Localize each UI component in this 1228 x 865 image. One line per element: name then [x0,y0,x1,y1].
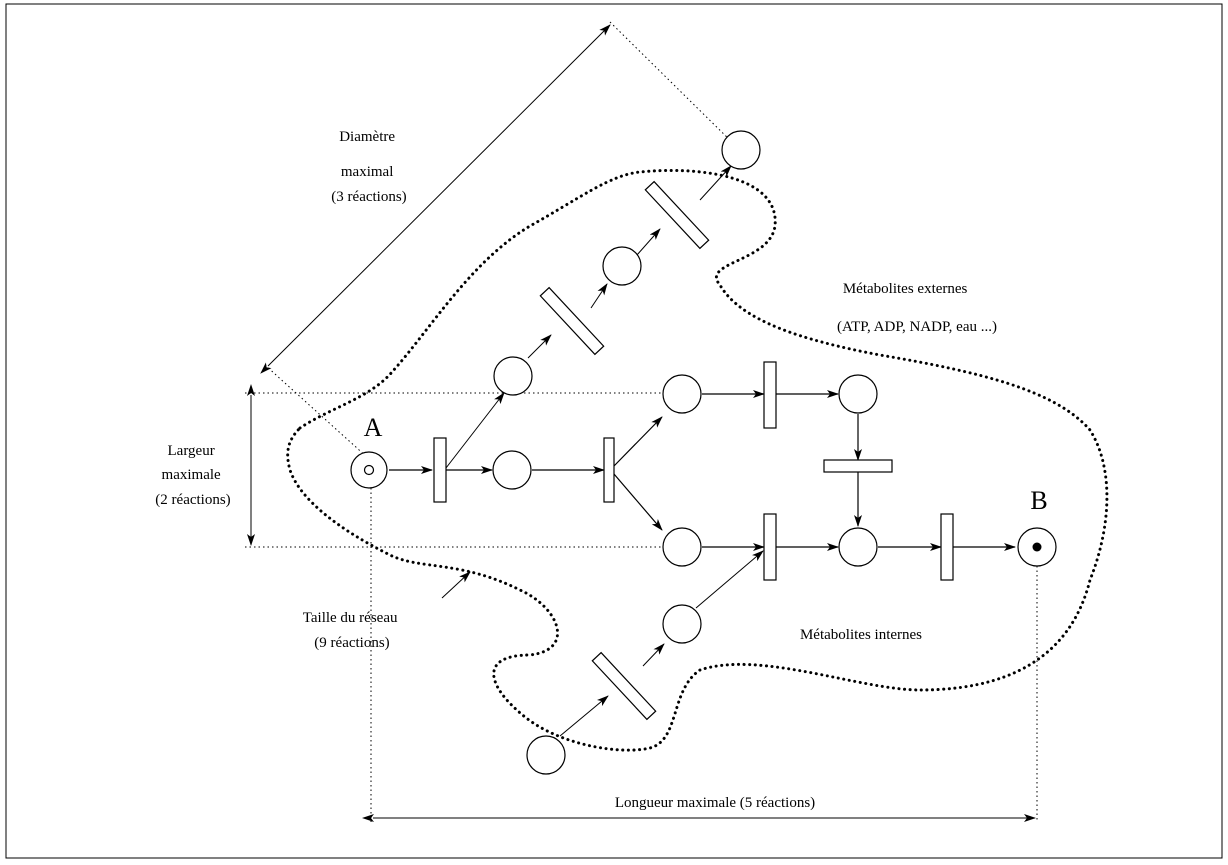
reaction-3 [763,361,777,429]
metabolite [662,527,702,567]
reaction-1 [433,437,447,503]
reaction-4 [823,459,893,473]
size-pointer-arrow [441,571,471,599]
internal-metabolites-boundary [286,168,1109,752]
metabolite [721,130,761,170]
size-label: Taille du réseau (9 réactions) [303,610,402,651]
metabolite [838,374,878,414]
metabolite [602,246,642,286]
figure-frame [5,3,1223,859]
metabolite [493,356,533,396]
diameter-dimension-arrow [260,24,611,374]
reactions [433,180,954,721]
metabolites [350,130,1057,775]
reaction-upper-1 [539,286,605,356]
reaction-lower-1 [591,651,657,721]
guide-diameter-top [609,21,741,151]
width-label: Largeur maximale (2 réactions) [155,443,230,508]
metabolite [838,527,878,567]
network-arcs [389,165,1016,737]
metabolite [662,604,702,644]
metabolite-a-token [363,464,375,476]
metabolite [492,450,532,490]
internal-metabolites-label: Métabolites internes [800,627,922,643]
metabolite [526,735,566,775]
metabolite-b-token [1032,542,1042,552]
diameter-label: Diamètre maximal (3 réactions) [331,129,406,205]
metabolite [662,374,702,414]
external-metabolites-label: Métabolites externes (ATP, ADP, NADP, ea… [837,281,997,335]
reaction-5 [763,513,777,581]
length-label: Longueur maximale (5 réactions) [615,795,815,811]
node-a-label: A [364,413,383,442]
node-b-label: B [1030,486,1047,515]
reaction-2 [603,437,615,503]
guide-diameter-bottom [264,364,369,459]
reaction-upper-2 [644,180,710,250]
reaction-6 [940,513,954,581]
